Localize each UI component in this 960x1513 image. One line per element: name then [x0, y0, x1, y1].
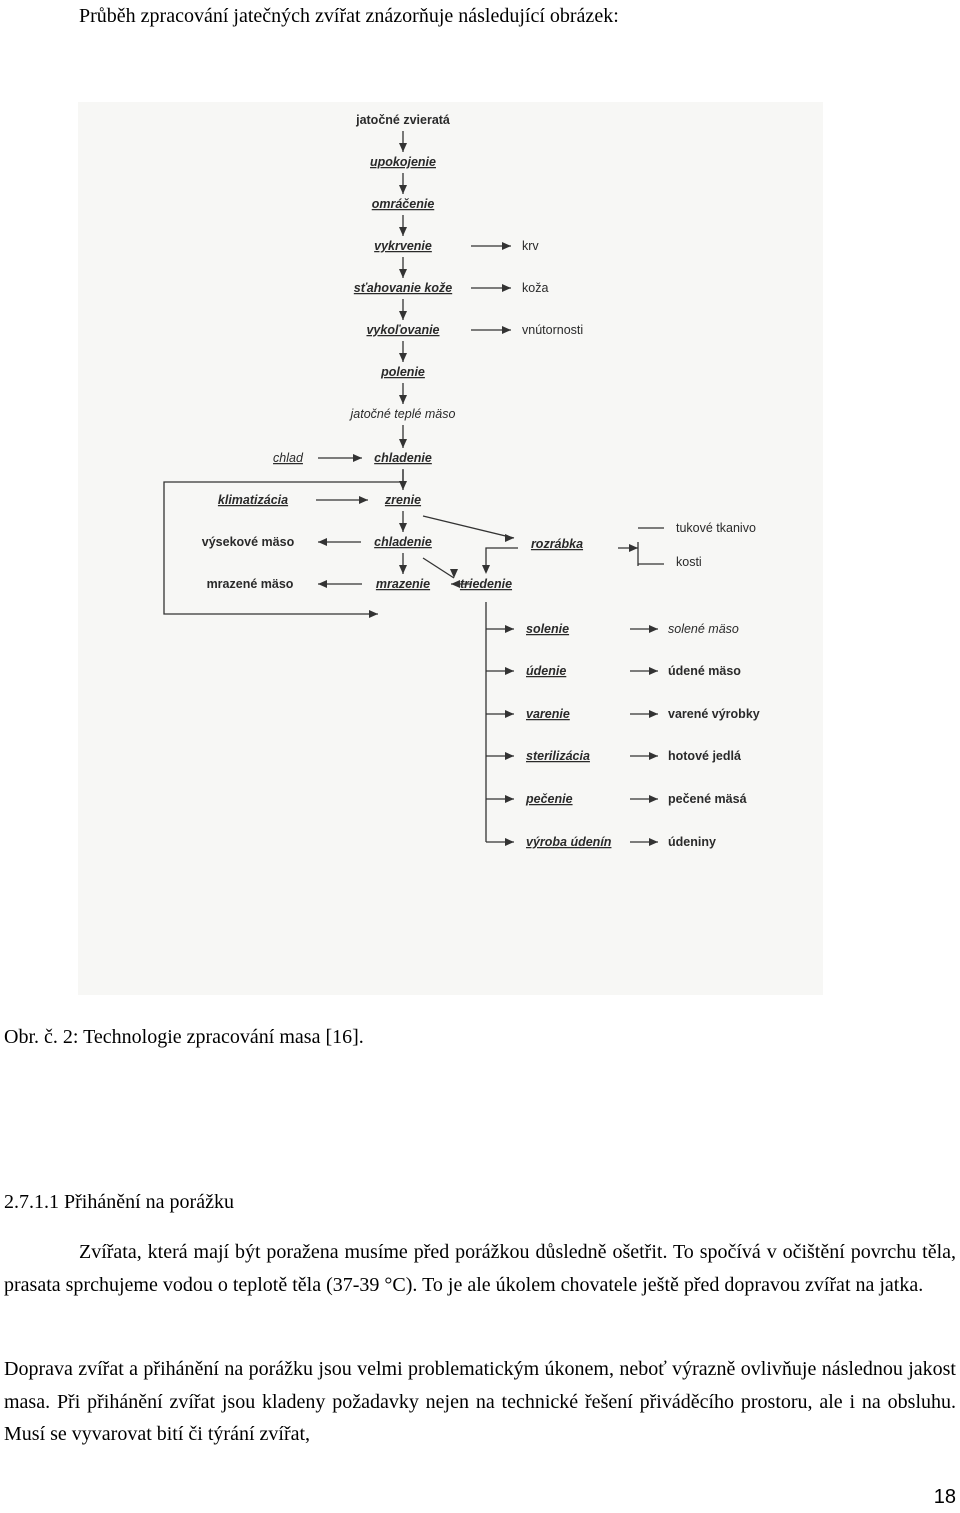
- arrowhead: [649, 667, 658, 675]
- byproduct-1: krv: [522, 239, 539, 253]
- process-6: výroba údenín: [526, 835, 612, 849]
- arrowhead: [649, 795, 658, 803]
- arrowhead: [399, 395, 407, 404]
- meat-processing-diagram: jatočné zvieratá upokojenie omráčenie vykrv…: [78, 102, 823, 995]
- rozrabka: rozrábka: [531, 537, 583, 551]
- product-2: údené mäso: [668, 664, 741, 678]
- left-mrazene-maso: mrazené mäso: [207, 577, 294, 591]
- product-1: solené mäso: [668, 622, 739, 636]
- triedenie: triedenie: [460, 577, 512, 591]
- paragraph-1-text: Zvířata, která mají být poražena musíme …: [4, 1241, 956, 1296]
- product-4: hotové jedlá: [668, 749, 741, 763]
- process-step-6: vykoľovanie: [366, 323, 439, 337]
- output-tukove-tkanivo: tukové tkanivo: [676, 521, 756, 535]
- chladenie-triedenie-arrow: [422, 557, 455, 579]
- product-3: varené výrobky: [668, 707, 760, 721]
- arrowhead: [505, 838, 514, 846]
- arrowhead: [505, 625, 514, 633]
- process-2: údenie: [526, 664, 566, 678]
- process-step-12: mrazenie: [376, 577, 430, 591]
- arrowhead: [318, 580, 327, 588]
- arrowhead: [399, 565, 407, 574]
- loop-frame: [163, 470, 404, 615]
- arrowhead: [399, 481, 407, 490]
- figure-caption: Obr. č. 2: Technologie zpracování masa […: [4, 1026, 364, 1048]
- arrowhead: [399, 143, 407, 152]
- intro-text: Průběh zpracování jatečných zvířat znázo…: [79, 5, 619, 27]
- arrowhead: [505, 752, 514, 760]
- process-step-9: chladenie: [374, 451, 432, 465]
- paragraph-2: Doprava zvířat a přihánění na porážku js…: [4, 1358, 956, 1445]
- arrowhead: [369, 610, 378, 618]
- arrowhead: [505, 795, 514, 803]
- process-1: solenie: [526, 622, 569, 636]
- process-step-5: sťahovanie kože: [354, 281, 452, 295]
- byproduct-2: koža: [522, 281, 548, 295]
- arrowhead: [649, 625, 658, 633]
- process-step-3: omráčenie: [372, 197, 435, 211]
- arrowhead: [399, 311, 407, 320]
- product-6: údeniny: [668, 835, 716, 849]
- output-kosti: kosti: [676, 555, 702, 569]
- arrowhead: [353, 454, 362, 462]
- input-chlad: chlad: [273, 451, 304, 465]
- byproduct-3: vnútornosti: [522, 323, 583, 337]
- process-5: pečenie: [525, 792, 573, 806]
- zrenie-rozrabka-arrow: [422, 515, 515, 539]
- process-step-10: zrenie: [384, 493, 421, 507]
- arrowhead: [502, 284, 511, 292]
- process-step-4: vykrvenie: [374, 239, 432, 253]
- process-3: varenie: [526, 707, 570, 721]
- arrowhead: [399, 523, 407, 532]
- arrowhead: [649, 752, 658, 760]
- arrowhead: [399, 439, 407, 448]
- arrowhead: [502, 326, 511, 334]
- process-step-1: jatočné zvieratá: [355, 113, 450, 127]
- arrowhead: [629, 544, 638, 552]
- page-number: 18: [933, 1486, 956, 1508]
- process-4: sterilizácia: [526, 749, 590, 763]
- diagram-svg: jatočné zvieratá upokojenie omráčenie vykrv…: [163, 113, 760, 849]
- arrowhead: [649, 838, 658, 846]
- process-step-8: jatočné teplé mäso: [349, 407, 456, 421]
- arrowhead: [318, 538, 327, 546]
- arrowhead: [399, 269, 407, 278]
- arrowhead: [359, 496, 368, 504]
- arrowhead: [399, 353, 407, 362]
- arrowhead: [482, 565, 490, 574]
- arrowhead: [505, 534, 514, 542]
- arrowhead: [505, 710, 514, 718]
- arrowhead: [502, 242, 511, 250]
- left-klimatizacia: klimatizácia: [218, 493, 288, 507]
- arrowhead: [399, 227, 407, 236]
- arrowhead: [451, 580, 460, 588]
- process-step-2: upokojenie: [370, 155, 436, 169]
- arrowhead: [649, 710, 658, 718]
- arrowhead: [399, 185, 407, 194]
- section-heading: 2.7.1.1 Přihánění na porážku: [4, 1191, 234, 1213]
- process-step-7: polenie: [380, 365, 425, 379]
- rozrabka-triedenie-line: [485, 547, 518, 572]
- left-vysekove-maso: výsekové mäso: [202, 535, 295, 549]
- arrowhead: [505, 667, 514, 675]
- process-step-11: chladenie: [374, 535, 432, 549]
- product-5: pečené mäsá: [668, 792, 747, 806]
- arrowhead: [450, 569, 458, 578]
- paragraph-1: Zvířata, která mají být poražena musíme …: [4, 1236, 956, 1301]
